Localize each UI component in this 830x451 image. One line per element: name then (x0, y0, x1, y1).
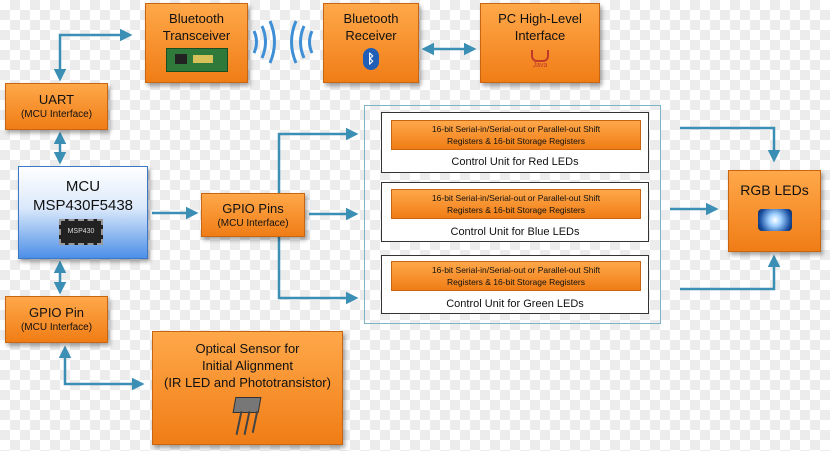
shift-register-blue: 16-bit Serial-in/Serial-out or Parallel-… (391, 189, 641, 219)
uart-sublabel: (MCU Interface) (20, 109, 93, 120)
green-rgb-arrow (680, 254, 781, 291)
bluetooth-module-icon (165, 48, 228, 72)
uart-label: UART (38, 92, 75, 107)
shift-register-red: 16-bit Serial-in/Serial-out or Parallel-… (391, 120, 641, 150)
shift-red-line2: Registers & 16-bit Storage Registers (447, 136, 585, 146)
wireless-icon (252, 20, 314, 64)
optical-sensor-block: Optical Sensor for Initial Alignment (IR… (152, 331, 343, 445)
bluetooth-transceiver-block: Bluetooth Transceiver (145, 3, 248, 83)
gpio-green-arrow (277, 234, 359, 305)
chip-label: MSP430 (67, 228, 95, 235)
control-unit-red-label: Control Unit for Red LEDs (451, 156, 579, 168)
control-unit-blue-label: Control Unit for Blue LEDs (450, 226, 580, 238)
control-unit-green-label: Control Unit for Green LEDs (446, 298, 584, 310)
pc-interface-block: PC High-Level Interface Java (480, 3, 600, 83)
pc-interface-label: PC High-Level Interface (498, 11, 582, 43)
java-label: Java (532, 62, 548, 69)
rgb-leds-label: RGB LEDs (740, 182, 809, 198)
control-units-panel (364, 105, 661, 324)
gpio-pins-block: GPIO Pins (MCU Interface) (201, 193, 305, 237)
shift-green-line1: 16-bit Serial-in/Serial-out or Parallel-… (431, 265, 601, 275)
shift-register-green: 16-bit Serial-in/Serial-out or Parallel-… (391, 261, 641, 291)
red-rgb-arrow (680, 126, 781, 163)
gpio-pins-label: GPIO Pins (222, 201, 284, 216)
shift-red-line1: 16-bit Serial-in/Serial-out or Parallel-… (431, 124, 601, 134)
mcu-block: MCU MSP430F5438 MSP430 (18, 166, 148, 259)
gpio-pin-block: GPIO Pin (MCU Interface) (5, 296, 108, 343)
optical-sensor-icon (228, 397, 268, 437)
mcu-label: MCU (65, 178, 101, 195)
control-unit-green: 16-bit Serial-in/Serial-out or Parallel-… (381, 255, 649, 314)
gpiopin-optical-arrow (58, 345, 145, 391)
mcu-model-label: MSP430F5438 (32, 197, 134, 214)
gpio-red-arrow (277, 127, 359, 193)
uart-bt-arrow (53, 28, 133, 82)
led-icon (757, 209, 792, 231)
shift-green-line2: Registers & 16-bit Storage Registers (447, 277, 585, 287)
shift-blue-line2: Registers & 16-bit Storage Registers (447, 205, 585, 215)
uart-block: UART (MCU Interface) (5, 83, 108, 130)
control-unit-red: 16-bit Serial-in/Serial-out or Parallel-… (381, 112, 649, 173)
gpio-pins-sublabel: (MCU Interface) (217, 218, 289, 229)
optical-label-2: Initial Alignment (201, 358, 294, 373)
chip-icon: MSP430 (59, 219, 103, 245)
optical-label-3: (IR LED and Phototransistor) (164, 375, 331, 390)
bluetooth-transceiver-label: Bluetooth Transceiver (162, 11, 231, 43)
control-unit-blue: 16-bit Serial-in/Serial-out or Parallel-… (381, 182, 649, 242)
bluetooth-receiver-block: Bluetooth Receiver ᛒ (323, 3, 419, 83)
gpio-pin-sublabel: (MCU Interface) (20, 322, 93, 333)
shift-blue-line1: 16-bit Serial-in/Serial-out or Parallel-… (431, 193, 601, 203)
rgb-leds-block: RGB LEDs (728, 170, 821, 252)
java-icon: Java (531, 50, 549, 70)
optical-label-1: Optical Sensor for (195, 341, 300, 356)
gpio-pin-label: GPIO Pin (29, 305, 84, 320)
bluetooth-receiver-label: Bluetooth Receiver (343, 11, 399, 43)
bluetooth-icon: ᛒ (363, 48, 379, 70)
